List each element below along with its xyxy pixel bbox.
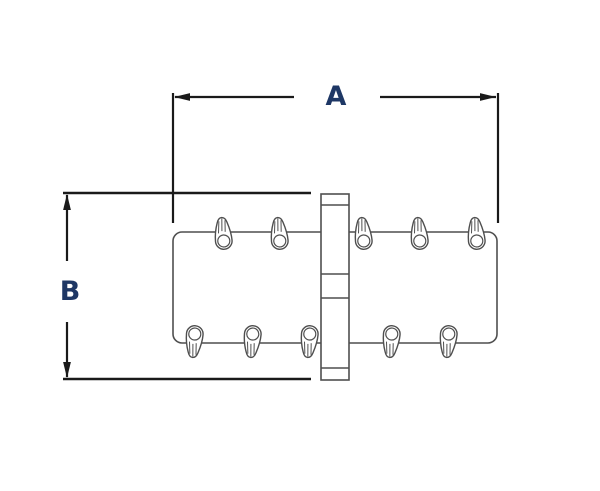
roller-circle [273, 234, 287, 248]
dimension-arrowhead [63, 194, 71, 210]
pin-shading [358, 218, 366, 234]
roller-circle [246, 327, 260, 341]
roller-circle [470, 234, 484, 248]
roller-pin-top [354, 216, 373, 250]
roller-pin-bottom [185, 325, 204, 359]
roller-pin-top [270, 216, 289, 250]
pin-shading [247, 341, 255, 357]
roller-circle [357, 234, 371, 248]
hub-outline [320, 193, 350, 381]
roller-circle [413, 234, 427, 248]
roller-pin-bottom [243, 325, 262, 359]
dimension-arrowhead [480, 93, 496, 101]
roller-pin-bottom [300, 325, 319, 359]
dimension-label-a: A [325, 81, 347, 112]
roller-pin-top [214, 216, 233, 250]
pin-shading [189, 341, 197, 357]
roller-pin-top [467, 216, 486, 250]
pin-shading [414, 218, 422, 234]
roller-circle [217, 234, 231, 248]
roller-pin-bottom [439, 325, 458, 359]
roller-circle [385, 327, 399, 341]
pin-shading [274, 218, 282, 234]
dimension-a [171, 93, 500, 223]
pin-shading [386, 341, 394, 357]
roller-pin-top [410, 216, 429, 250]
roller-pin-bottom [382, 325, 401, 359]
pin-shading [218, 218, 226, 234]
dimension-label-b: B [59, 276, 81, 307]
roller-circle [442, 327, 456, 341]
pin-shading [471, 218, 479, 234]
dimension-b [63, 191, 311, 381]
roller-circle [303, 327, 317, 341]
hub-bar [320, 193, 350, 381]
pin-shading [304, 341, 312, 357]
dimension-arrowhead [174, 93, 190, 101]
pin-shading [443, 341, 451, 357]
roller-circle [188, 327, 202, 341]
dimension-arrowhead [63, 362, 71, 378]
